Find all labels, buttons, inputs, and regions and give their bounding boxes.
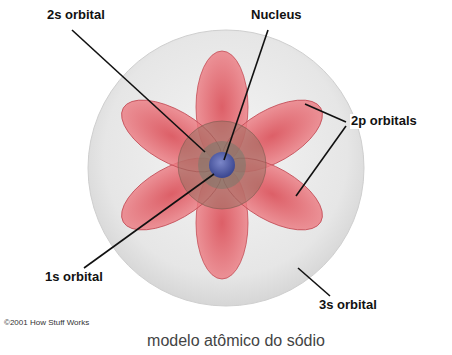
orbital-label: 2s orbital — [46, 8, 106, 23]
3s-shell — [88, 30, 364, 306]
orbital-label: 2p orbitals — [350, 114, 418, 129]
orbital-label: Nucleus — [250, 8, 303, 23]
leader-line — [224, 30, 268, 160]
leader-line — [298, 268, 330, 296]
leader-line — [305, 104, 346, 122]
1s-sphere — [198, 141, 246, 189]
figure-caption: modelo atômico do sódio — [146, 332, 326, 350]
orbital-label: 3s orbital — [318, 298, 378, 313]
copyright-watermark: ©2001 How Stuff Works — [3, 318, 90, 327]
leader-line — [72, 30, 205, 152]
leader-line — [296, 126, 346, 196]
2p-lobes — [110, 51, 333, 279]
leader-line — [84, 174, 214, 268]
2s-sphere — [178, 121, 266, 209]
orbital-label: 1s orbital — [44, 270, 104, 285]
leader-lines — [72, 30, 346, 296]
